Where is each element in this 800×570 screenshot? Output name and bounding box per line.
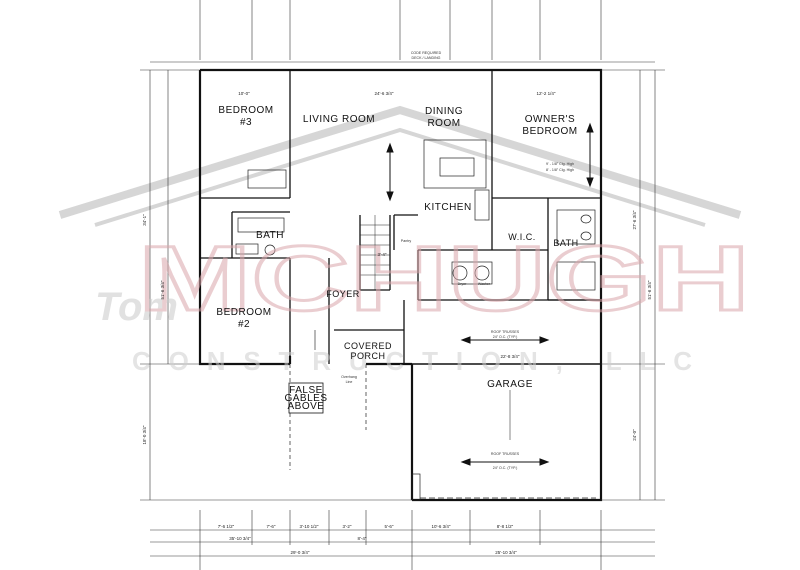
svg-text:29'-0 3/4": 29'-0 3/4" xyxy=(291,550,310,555)
roof-trusses-bottom: ROOF TRUSSES xyxy=(491,452,520,456)
watermark-brand-main: MCHUGH xyxy=(138,228,750,330)
bedroom3-label: BEDROOM xyxy=(218,105,273,116)
owners-bedroom-label-2: BEDROOM xyxy=(522,126,577,137)
svg-text:3'-4": 3'-4" xyxy=(378,252,387,257)
wic-label: W.I.C. xyxy=(508,232,536,242)
watermark-roof xyxy=(58,105,742,227)
svg-text:7'-6": 7'-6" xyxy=(267,524,276,529)
kitchen-label: KITCHEN xyxy=(424,202,471,213)
svg-text:FALSE: FALSE xyxy=(289,385,323,396)
washer-label: Washer xyxy=(478,282,491,286)
bath-fixtures xyxy=(235,169,596,291)
svg-text:3'-10 1/2": 3'-10 1/2" xyxy=(300,524,319,529)
watermark-logo: Tom MCHUGH CONSTRUCTION, LLC xyxy=(95,227,752,377)
kitchen-counters xyxy=(423,139,493,285)
svg-text:24'-6 3/4": 24'-6 3/4" xyxy=(375,91,394,96)
bath-label: BATH xyxy=(256,230,284,241)
covered-porch-label: COVERED xyxy=(344,341,392,351)
overhang-label-2: Line xyxy=(346,380,353,384)
svg-text:18'-0 3/4": 18'-0 3/4" xyxy=(142,425,147,444)
top-extension-lines xyxy=(199,0,602,60)
room-labels: BEDROOM #3 LIVING ROOM DINING ROOM OWNER… xyxy=(216,105,578,390)
covered-porch-label-2: PORCH xyxy=(350,351,385,361)
svg-text:10'-6 3/4": 10'-6 3/4" xyxy=(432,524,451,529)
svg-text:35'-10 3/4": 35'-10 3/4" xyxy=(229,536,251,541)
plan-notes: CODE REQUIRED DECK / LANDING ROOF TRUSSE… xyxy=(341,51,574,470)
svg-text:GABLES: GABLES xyxy=(284,393,327,404)
svg-text:22'-8 3/4": 22'-8 3/4" xyxy=(501,354,520,359)
svg-text:24'-0": 24'-0" xyxy=(632,429,637,441)
roof-trusses-top-2: 24" O.C. (TYP.) xyxy=(493,335,518,339)
exterior-walls xyxy=(198,68,603,502)
svg-text:7'-6 1/2": 7'-6 1/2" xyxy=(218,524,235,529)
svg-text:10'-0": 10'-0" xyxy=(238,91,250,96)
roof-trusses-bottom-2: 24" O.C. (TYP.) xyxy=(493,466,518,470)
pantry-label: Pantry xyxy=(401,239,412,243)
svg-text:25'-10 3/4": 25'-10 3/4" xyxy=(495,550,517,555)
garage-openings xyxy=(289,364,596,501)
dimension-texts: 34'-1" 51'-6 3/4" 18'-0 3/4" 27'-6 3/4" … xyxy=(142,91,652,555)
truss-arrows xyxy=(314,122,594,466)
svg-text:34'-1": 34'-1" xyxy=(142,214,147,226)
svg-text:8'-8 1/2": 8'-8 1/2" xyxy=(497,524,514,529)
svg-text:ABOVE: ABOVE xyxy=(288,401,325,412)
dining-room-label-2: ROOM xyxy=(427,118,460,129)
watermark-brand-first: Tom xyxy=(95,285,178,329)
dining-room-label: DINING xyxy=(425,106,463,117)
bedroom2-label: BEDROOM xyxy=(216,307,271,318)
false-gables-note: FALSE GABLES ABOVE xyxy=(284,382,327,414)
svg-text:3'-2": 3'-2" xyxy=(343,524,352,529)
foyer-label: FOYER xyxy=(326,289,360,299)
bedroom2-number: #2 xyxy=(238,319,250,330)
dryer-label: Dryer xyxy=(458,282,468,286)
egress-note: CODE REQUIRED xyxy=(411,51,442,55)
svg-text:51'-6 3/4": 51'-6 3/4" xyxy=(160,280,165,299)
owner-ceiling-2: 8' - 1/8" Clg. High xyxy=(546,168,574,172)
interior-walls xyxy=(200,70,601,364)
svg-text:8'-4": 8'-4" xyxy=(358,536,367,541)
svg-text:27'-6 3/4": 27'-6 3/4" xyxy=(632,210,637,229)
stairs xyxy=(360,215,390,290)
dimension-lines xyxy=(140,61,665,570)
owners-bedroom-label: OWNER'S xyxy=(525,114,575,125)
roof-trusses-top: ROOF TRUSSES xyxy=(491,330,520,334)
bath2-label: BATH xyxy=(553,238,578,248)
svg-text:12'-2 1/4": 12'-2 1/4" xyxy=(537,91,556,96)
overhang-label: Overhang xyxy=(341,375,357,379)
egress-note-2: DECK / LANDING xyxy=(412,56,441,60)
living-room-label: LIVING ROOM xyxy=(303,114,375,125)
bedroom3-number: #3 xyxy=(240,117,252,128)
owner-ceiling-1: 9' - 1/8" Clg. High xyxy=(546,162,574,166)
svg-text:5'-6": 5'-6" xyxy=(385,524,394,529)
garage-label: GARAGE xyxy=(487,379,533,390)
svg-text:51'-6 3/4": 51'-6 3/4" xyxy=(647,280,652,299)
